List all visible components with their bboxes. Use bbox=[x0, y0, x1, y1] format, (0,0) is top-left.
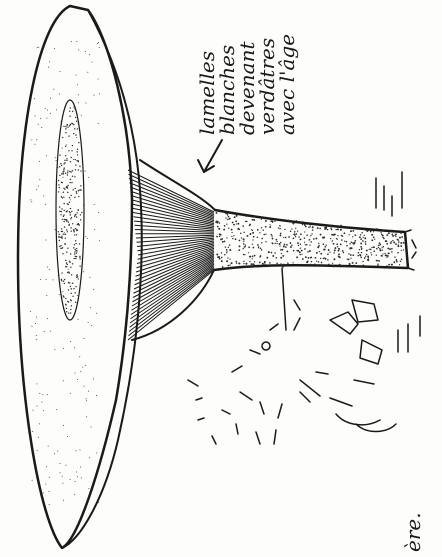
annotation-group: lamelles blanches devenant verdâtres ave… bbox=[195, 34, 299, 135]
cap-stipple bbox=[30, 41, 100, 505]
splash-fragments bbox=[188, 268, 396, 444]
cap-outline bbox=[18, 6, 132, 548]
ground-marks bbox=[376, 172, 420, 352]
fragment-group: ère. bbox=[401, 512, 425, 552]
stem-stipple bbox=[215, 212, 404, 268]
annotation-arrow-head bbox=[198, 160, 214, 172]
fragment-text: ère. bbox=[401, 512, 425, 552]
annotation-line-5: avec l'âge bbox=[275, 34, 299, 135]
